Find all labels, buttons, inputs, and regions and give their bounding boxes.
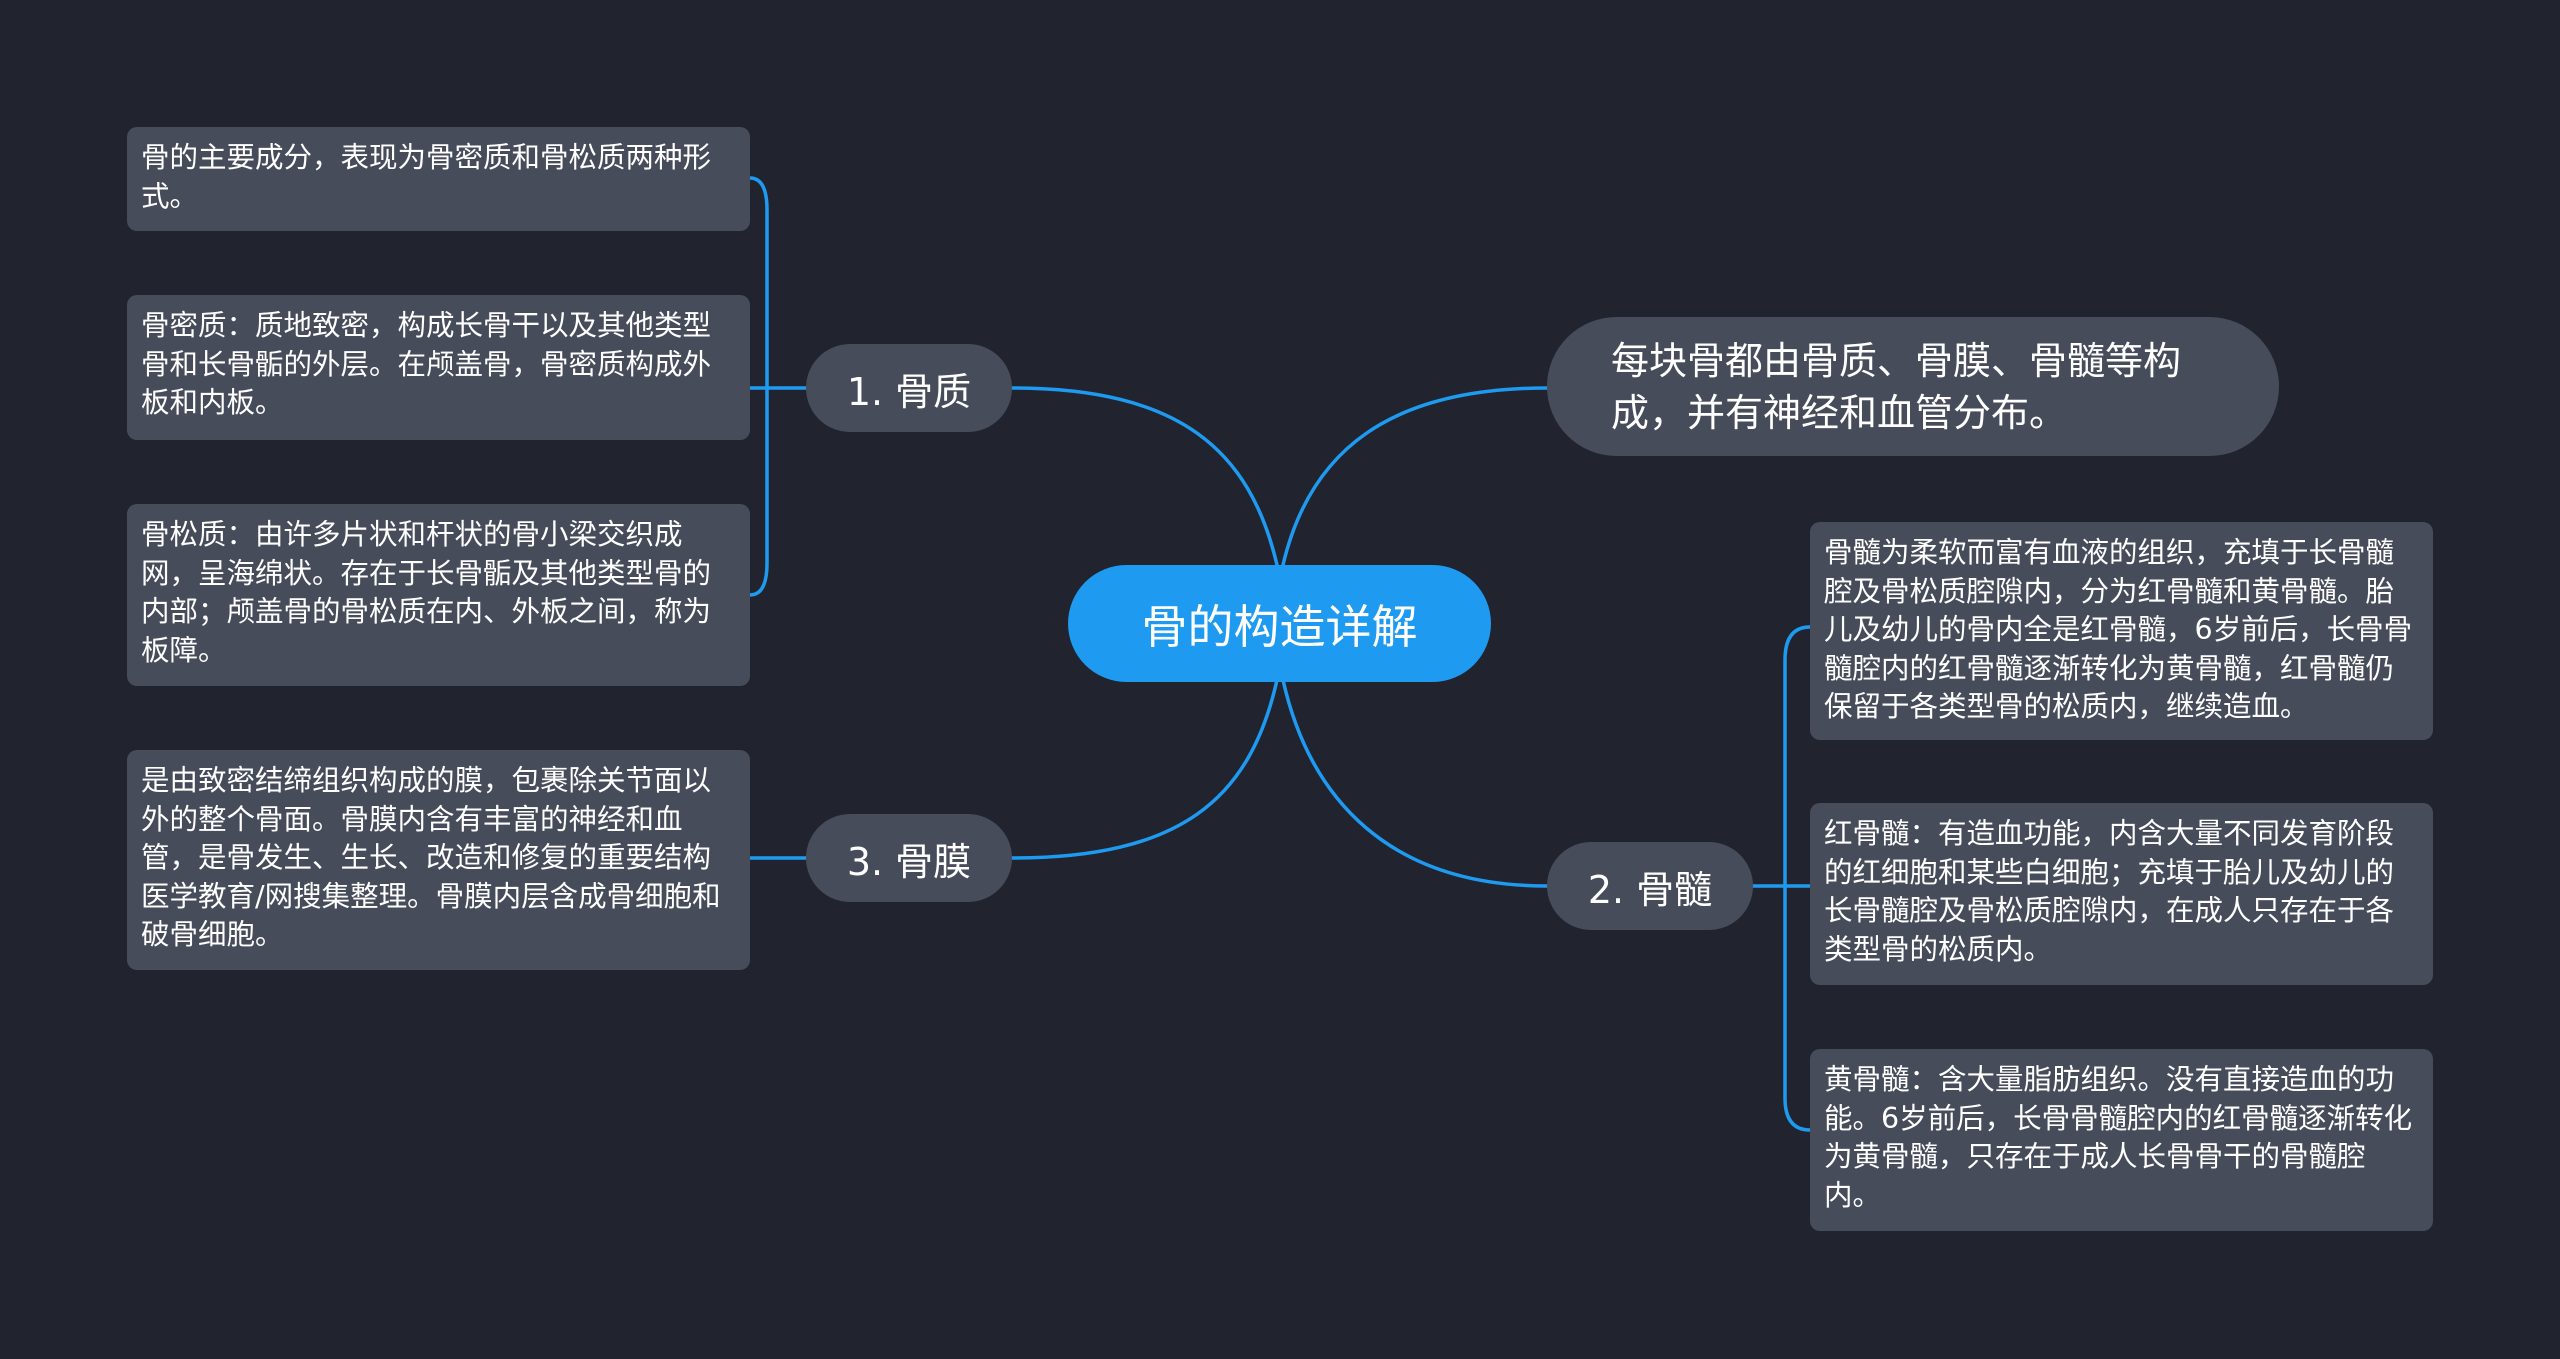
detail-bone-marrow-main[interactable]: 骨髓为柔软而富有血液的组织，充填于长骨髓腔及骨松质腔隙内，分为红骨髓和黄骨髓。胎… (1810, 522, 2433, 740)
branch-label: 3. 骨膜 (846, 839, 972, 884)
branch-bone-marrow[interactable]: 2. 骨髓 (1547, 842, 1753, 930)
detail-text: 是由致密结缔组织构成的膜，包裹除关节面以外的整个骨面。骨膜内含有丰富的神经和血管… (141, 764, 721, 951)
connector-bone-substance-leaves (748, 176, 808, 597)
detail-spongy-bone[interactable]: 骨松质：由许多片状和杆状的骨小梁交织成网，呈海绵状。存在于长骨骺及其他类型骨的内… (127, 504, 750, 686)
summary-text: 每块骨都由骨质、骨膜、骨髓等构成，并有神经和血管分布。 (1611, 338, 2182, 435)
connector-bone-marrow-leaves (1751, 625, 1812, 1132)
connector-root-to-periosteum (1010, 678, 1279, 860)
detail-text: 骨密质：质地致密，构成长骨干以及其他类型骨和长骨骺的外层。在颅盖骨，骨密质构成外… (141, 309, 712, 419)
root-node[interactable]: 骨的构造详解 (1068, 565, 1491, 682)
detail-periosteum[interactable]: 是由致密结缔组织构成的膜，包裹除关节面以外的整个骨面。骨膜内含有丰富的神经和血管… (127, 750, 750, 970)
detail-text: 骨的主要成分，表现为骨密质和骨松质两种形式。 (141, 141, 712, 213)
detail-red-marrow[interactable]: 红骨髓：有造血功能，内含大量不同发育阶段的红细胞和某些白细胞；充填于胎儿及幼儿的… (1810, 803, 2433, 985)
detail-text: 黄骨髓：含大量脂肪组织。没有直接造血的功能。6岁前后，长骨骨髓腔内的红骨髓逐渐转… (1824, 1063, 2413, 1212)
connector-root-to-bone-marrow (1281, 678, 1549, 888)
branch-label: 1. 骨质 (846, 369, 972, 414)
root-label: 骨的构造详解 (1141, 599, 1418, 654)
connector-root-to-bone-substance (1010, 386, 1279, 567)
summary-node[interactable]: 每块骨都由骨质、骨膜、骨髓等构成，并有神经和血管分布。 (1547, 317, 2279, 456)
detail-text: 红骨髓：有造血功能，内含大量不同发育阶段的红细胞和某些白细胞；充填于胎儿及幼儿的… (1824, 817, 2395, 966)
branch-periosteum[interactable]: 3. 骨膜 (806, 814, 1012, 902)
detail-text: 骨髓为柔软而富有血液的组织，充填于长骨髓腔及骨松质腔隙内，分为红骨髓和黄骨髓。胎… (1824, 536, 2413, 723)
detail-compact-bone[interactable]: 骨密质：质地致密，构成长骨干以及其他类型骨和长骨骺的外层。在颅盖骨，骨密质构成外… (127, 295, 750, 440)
connector-root-to-summary (1281, 386, 1549, 567)
detail-yellow-marrow[interactable]: 黄骨髓：含大量脂肪组织。没有直接造血的功能。6岁前后，长骨骨髓腔内的红骨髓逐渐转… (1810, 1049, 2433, 1231)
detail-bone-substance-main[interactable]: 骨的主要成分，表现为骨密质和骨松质两种形式。 (127, 127, 750, 231)
branch-label: 2. 骨髓 (1587, 867, 1713, 912)
branch-bone-substance[interactable]: 1. 骨质 (806, 344, 1012, 432)
detail-text: 骨松质：由许多片状和杆状的骨小梁交织成网，呈海绵状。存在于长骨骺及其他类型骨的内… (141, 518, 712, 667)
